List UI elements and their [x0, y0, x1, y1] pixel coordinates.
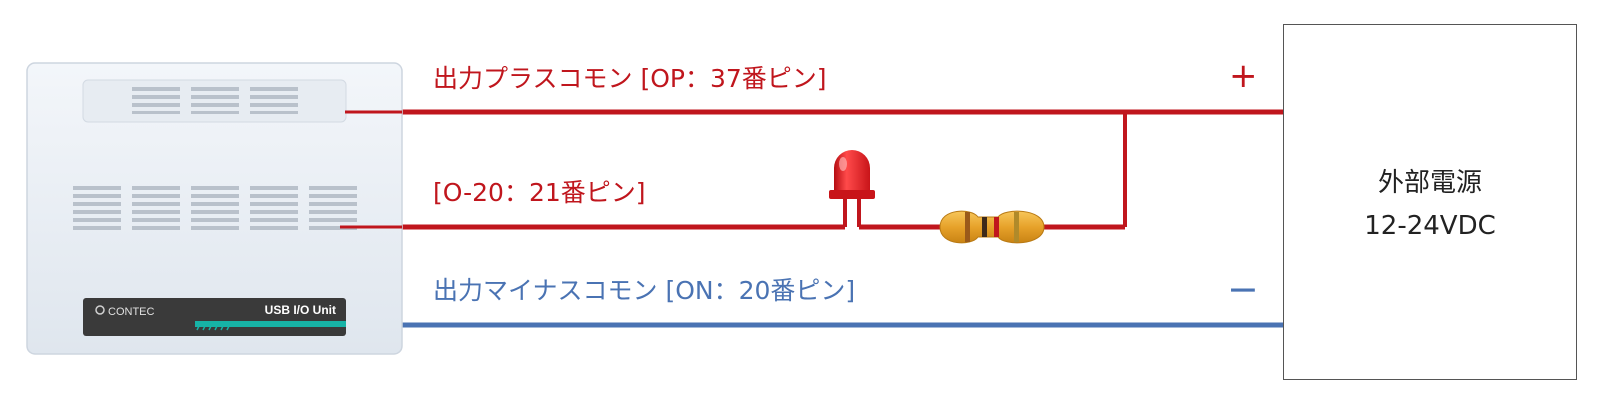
led-icon [829, 150, 875, 227]
minus-sign: − [1227, 267, 1259, 311]
device-model: DIO-1616LX-USB [288, 328, 336, 334]
resistor-icon [939, 210, 1045, 244]
top-vent-panel [82, 79, 347, 123]
device-brand: CONTEC [108, 306, 155, 318]
external-power-supply [1283, 24, 1577, 380]
power-supply-voltage: 12-24VDC [1364, 211, 1496, 241]
device-product: USB I/O Unit [265, 303, 336, 317]
brand-logo-icon [95, 305, 105, 315]
accent-hatch [196, 321, 232, 331]
output-minus-common-label: 出力マイナスコモン [ON：20番ピン] [433, 276, 856, 305]
output-plus-common-label: 出力プラスコモン [OP：37番ピン] [433, 64, 827, 93]
device-body [26, 62, 403, 355]
plus-sign: + [1229, 56, 1258, 96]
output-pin-label: [O-20：21番ピン] [433, 178, 646, 207]
top-vent-slots [132, 87, 298, 114]
device-accent-stripe [195, 321, 346, 327]
power-supply-name: 外部電源 [1377, 168, 1482, 198]
main-vent-slots [73, 186, 357, 230]
wires [398, 109, 1283, 328]
usb-io-unit: CONTEC USB I/O Unit DIO-1616LX-USB [26, 62, 403, 355]
